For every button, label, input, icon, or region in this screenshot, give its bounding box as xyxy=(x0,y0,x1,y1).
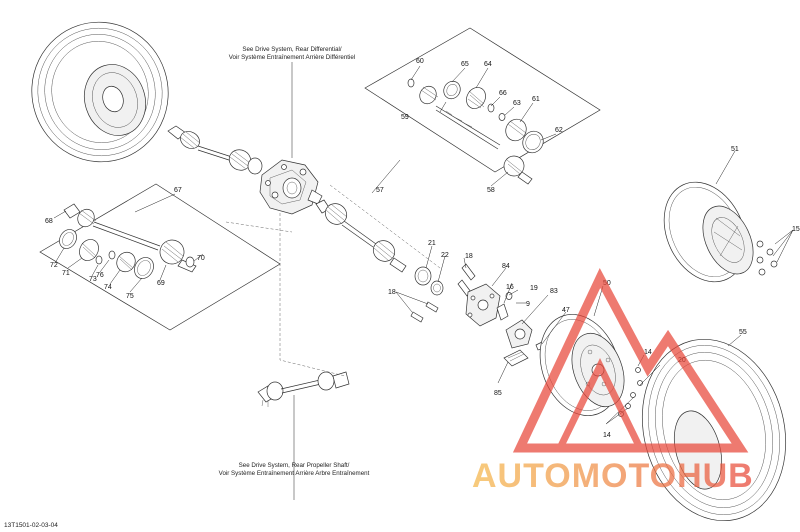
callout-83: 83 xyxy=(550,288,558,295)
callout-72: 72 xyxy=(50,262,58,269)
callout-84: 84 xyxy=(502,263,510,270)
right-drive-shaft xyxy=(315,199,407,273)
callout-14b: 14 xyxy=(603,432,611,439)
right-rim-upper xyxy=(663,181,754,283)
watermark-logo-triangle xyxy=(512,267,749,453)
callout-47: 47 xyxy=(562,307,570,314)
callout-85: 85 xyxy=(494,390,502,397)
callout-75: 75 xyxy=(126,293,134,300)
note-rear-differential-line2: Voir Système Entraînement Arrière Différ… xyxy=(229,54,355,61)
callout-70: 70 xyxy=(197,255,205,262)
reference-notes: See Drive System, Rear Differential/ Voi… xyxy=(4,46,370,529)
callout-21: 21 xyxy=(428,240,436,247)
callout-76: 76 xyxy=(96,272,104,279)
note-rear-propeller-line2: Voir Système Entraînement Arrière Arbre … xyxy=(219,470,370,477)
callout-71: 71 xyxy=(62,270,70,277)
callout-67: 67 xyxy=(174,187,182,194)
callout-60: 60 xyxy=(416,58,424,65)
callout-65: 65 xyxy=(461,61,469,68)
alignment-lines xyxy=(225,184,441,377)
note-rear-propeller-line1: See Drive System, Rear Propeller Shaft/ xyxy=(239,462,350,469)
callout-66: 66 xyxy=(499,90,507,97)
callout-55: 55 xyxy=(739,329,747,336)
callout-19: 19 xyxy=(530,285,538,292)
callout-18a: 18 xyxy=(465,253,473,260)
callout-62: 62 xyxy=(555,127,563,134)
callout-69: 69 xyxy=(157,280,165,287)
callout-51: 51 xyxy=(731,146,739,153)
callout-9: 9 xyxy=(526,301,530,308)
callout-63: 63 xyxy=(513,100,521,107)
callout-14a: 14 xyxy=(644,349,652,356)
callout-22: 22 xyxy=(441,252,449,259)
callout-57: 57 xyxy=(376,187,384,194)
rim-nuts-14 xyxy=(618,367,643,417)
hub-assembly xyxy=(410,263,545,367)
callout-61: 61 xyxy=(532,96,540,103)
callout-74: 74 xyxy=(104,284,112,291)
callout-15: 15 xyxy=(792,226,800,233)
rear-propeller-shaft xyxy=(257,371,350,407)
left-tire xyxy=(31,21,169,163)
rear-differential xyxy=(259,159,323,215)
reference-code: 13T1501-02-03-04 xyxy=(4,522,58,529)
callout-18b: 18 xyxy=(388,289,396,296)
note-rear-differential-line1: See Drive System, Rear Differential/ xyxy=(242,46,342,53)
callout-58: 58 xyxy=(487,187,495,194)
callout-64: 64 xyxy=(484,61,492,68)
callout-16: 16 xyxy=(506,284,514,291)
callout-59: 59 xyxy=(401,114,409,121)
left-drive-shaft xyxy=(167,125,263,175)
exploded-box-67 xyxy=(39,183,281,331)
right-tire xyxy=(641,338,787,522)
exploded-box-57 xyxy=(364,27,601,185)
automotohub-watermark: AUTOMOTOHUB xyxy=(472,267,754,495)
rim-nuts-15 xyxy=(756,240,778,276)
callout-68: 68 xyxy=(45,218,53,225)
watermark-text: AUTOMOTOHUB xyxy=(472,457,754,495)
leader-lines xyxy=(53,62,794,500)
callout-73: 73 xyxy=(89,276,97,283)
